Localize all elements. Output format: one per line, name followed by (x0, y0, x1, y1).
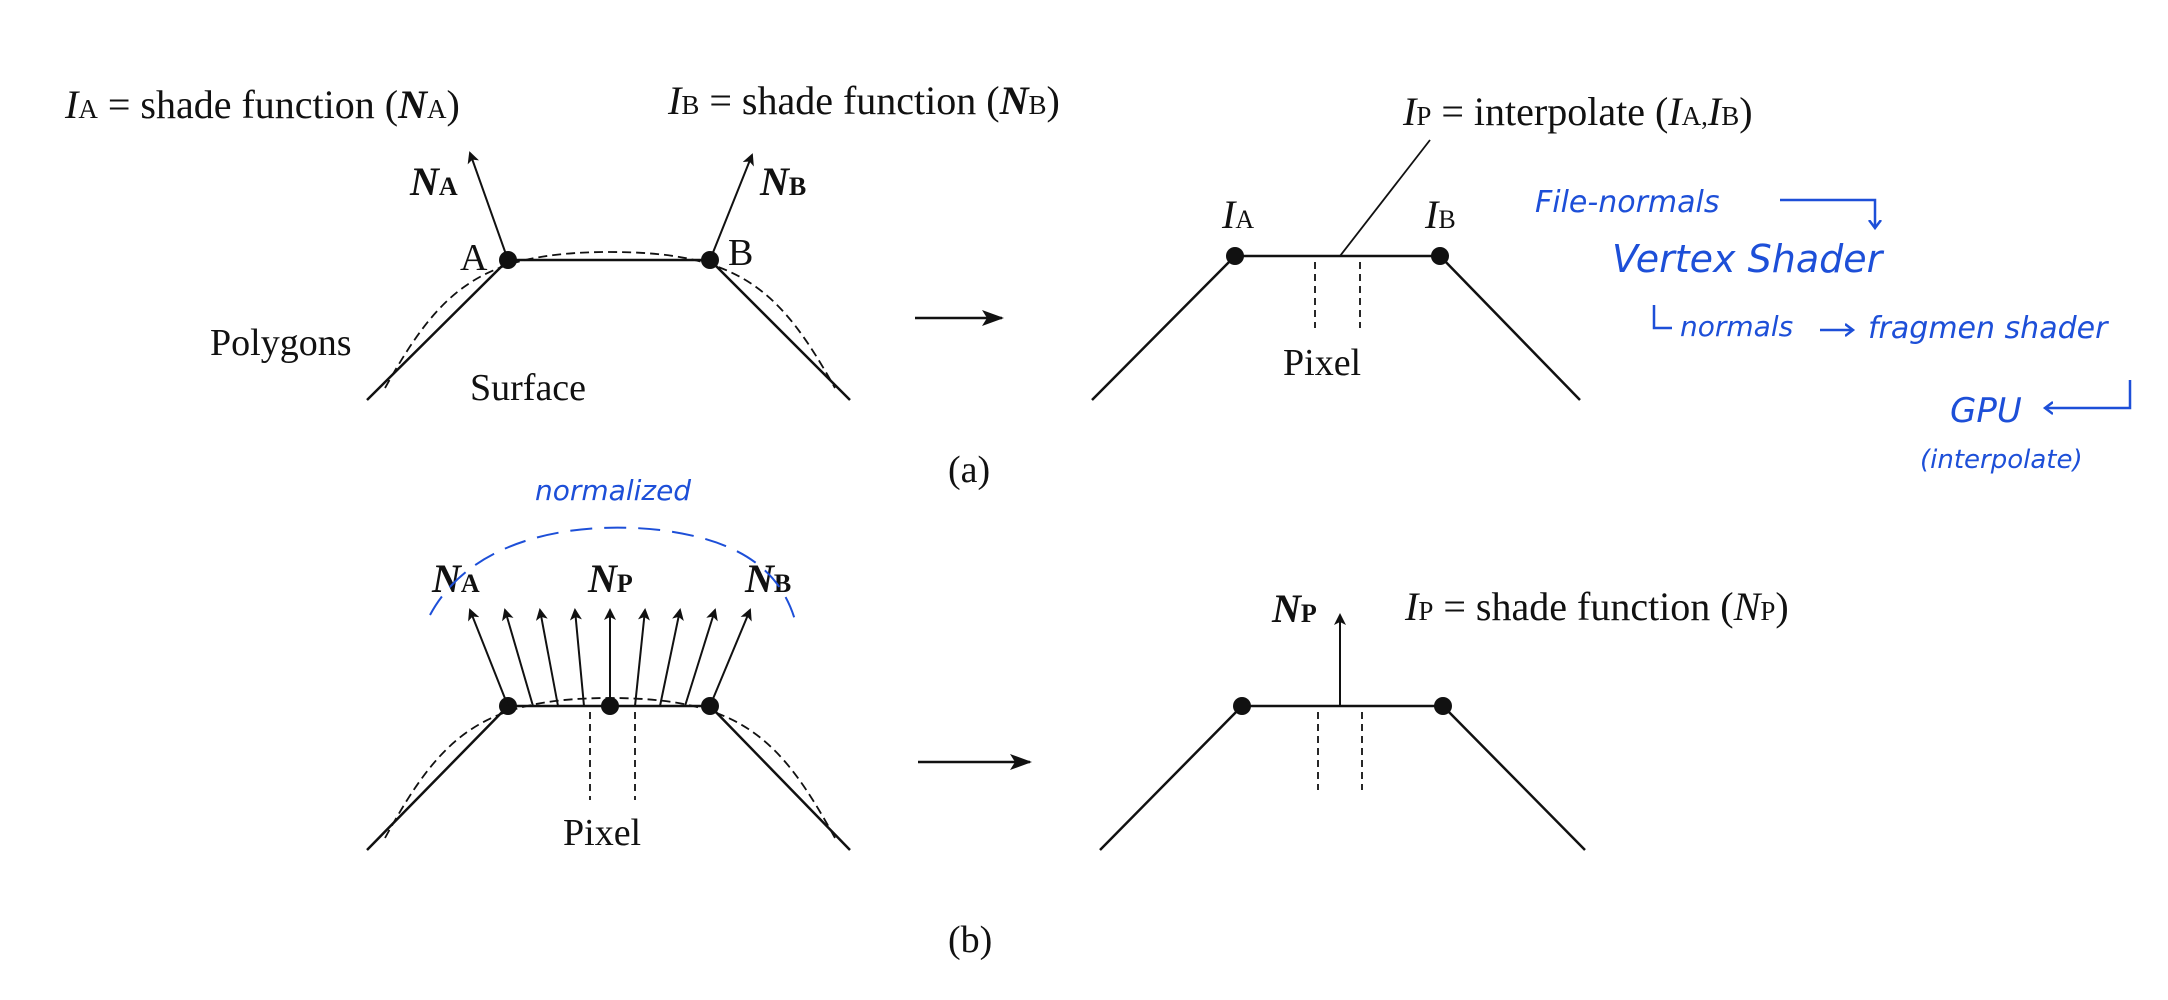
annotation-normals: normals (1680, 310, 1793, 343)
eq-ia-text: = shade function ( (98, 82, 398, 127)
eq-ip-arg1-var: I (1667, 89, 1683, 134)
polygons-label: Polygons (210, 322, 351, 364)
polygon-edges-a-right (1091, 254, 1581, 401)
eq-b-arg-sub: P (1760, 596, 1775, 626)
eq-ib-arg-var: N (999, 78, 1031, 123)
normal-arrow-a (467, 151, 509, 261)
pixel-label-b: Pixel (563, 812, 641, 854)
normal-label-b: NB (759, 159, 806, 204)
eq-ia-lhs-var: I (64, 82, 80, 127)
part-b-polygon-surface (366, 608, 851, 851)
svg-text:IP = interpolate (IA,IB): IP = interpolate (IA,IB) (1402, 89, 1753, 134)
svg-text:IP = shade function (NP): IP = shade function (NP) (1404, 584, 1789, 629)
vertex-dot-b-right-b (1434, 697, 1452, 715)
eq-ib-arg-sub: B (1029, 90, 1047, 120)
normal-label-a: NA (409, 159, 458, 204)
normal-label-b-b: NB (744, 556, 791, 601)
annotation-arrow-gpu (2045, 380, 2132, 408)
part-b-caption: (b) (948, 919, 992, 961)
normal-fan-4 (569, 608, 585, 707)
normal-fan-1 (468, 608, 509, 707)
normal-label-np: NP (1271, 586, 1317, 631)
eq-ip-arg2-sub: B (1721, 101, 1739, 131)
eq-b-text: = shade function ( (1433, 584, 1733, 629)
vertex-dot-ia (1226, 247, 1244, 265)
annotation-normalized-arc (429, 526, 796, 621)
eq-ia-close: ) (446, 82, 459, 127)
normal-fan-8 (684, 608, 718, 707)
normal-fan-7 (659, 608, 684, 707)
part-b-equation-ip: IP = shade function (NP) (1404, 584, 1789, 629)
eq-ib-lhs-var: I (667, 78, 683, 123)
intensity-label-a: IA (1221, 192, 1254, 237)
vertex-dot-b-right-a (1233, 697, 1251, 715)
eq-b-lhs-var: I (1404, 584, 1420, 629)
leader-line-ip (1339, 139, 1431, 257)
eq-ip-arg1-sub: A, (1682, 101, 1708, 131)
intensity-label-b: IB (1424, 192, 1456, 237)
eq-ib-close: ) (1047, 78, 1060, 123)
eq-ia-lhs-sub: A (78, 94, 98, 124)
eq-ip-text: = interpolate ( (1431, 89, 1668, 134)
normal-label-b-p: NP (587, 556, 633, 601)
annotation-vertex-shader: Vertex Shader (1612, 237, 1885, 281)
handwritten-annotations: File-normals Vertex Shader normals fragm… (429, 185, 2132, 621)
annotation-gpu: GPU (1950, 391, 2022, 431)
polygon-edges-b-right (1099, 704, 1586, 851)
eq-ip-arg2-var: I (1707, 89, 1723, 134)
part-b-right-polygon (1099, 613, 1586, 851)
pixel-label-a: Pixel (1283, 342, 1361, 384)
part-a-right-polygon (1091, 139, 1581, 401)
svg-text:IA = shade function (NA): IA = shade function (NA) (64, 82, 460, 127)
vertex-dot-ib (1431, 247, 1449, 265)
eq-ip-lhs-var: I (1402, 89, 1418, 134)
part-a-equation-ip: IP = interpolate (IA,IB) (1402, 89, 1753, 134)
annotation-file-normals: File-normals (1535, 185, 1719, 220)
vertex-label-a: A (460, 237, 488, 279)
normal-fan-3 (535, 608, 559, 707)
eq-ib-lhs-sub: B (681, 90, 699, 120)
normal-arrow-b (709, 153, 754, 261)
annotation-fragment-shader: fragmen shader (1868, 311, 2109, 346)
eq-ip-close: ) (1739, 89, 1752, 134)
eq-b-arg-var: N (1733, 584, 1763, 629)
part-a-polygon-surface (366, 151, 851, 401)
surface-label: Surface (470, 367, 586, 409)
eq-ia-arg-var: N (397, 82, 429, 127)
eq-ia-arg-sub: A (427, 94, 447, 124)
normal-fan-2 (502, 608, 534, 707)
annotation-branch-vertex (1652, 305, 1672, 330)
eq-ib-text: = shade function ( (699, 78, 999, 123)
svg-text:IB = shade function (NB): IB = shade function (NB) (667, 78, 1060, 123)
normal-fan-6 (634, 608, 650, 707)
part-a-caption: (a) (948, 449, 990, 491)
normal-fan-9 (709, 608, 752, 707)
eq-b-close: ) (1775, 584, 1788, 629)
annotation-interpolate: (interpolate) (1920, 445, 2083, 475)
polygon-edges-a (366, 258, 851, 401)
annotation-normalized: normalized (535, 474, 691, 507)
eq-b-lhs-sub: P (1418, 596, 1433, 626)
surface-curve-a (384, 251, 836, 389)
eq-ip-lhs-sub: P (1416, 101, 1431, 131)
normal-label-b-a: NA (431, 556, 480, 601)
annotation-arrow-file-normals (1780, 198, 1875, 228)
vertex-label-b: B (728, 232, 753, 274)
part-a-equation-ia: IA = shade function (NA) (64, 82, 460, 127)
part-a-equation-ib: IB = shade function (NB) (667, 78, 1060, 123)
